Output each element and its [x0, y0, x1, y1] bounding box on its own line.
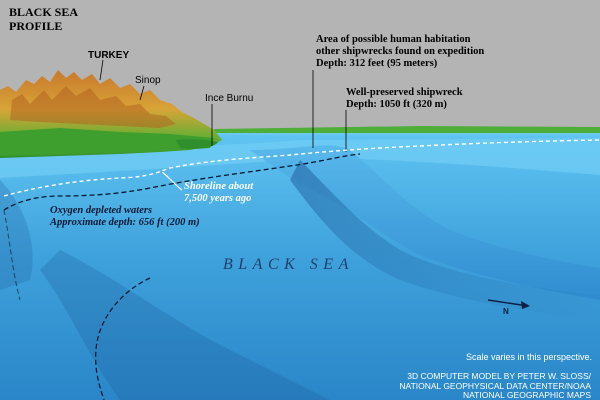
place-turkey: TURKEY — [88, 50, 130, 61]
scale-note: Scale varies in this perspective. — [465, 352, 592, 362]
model-credits: 3D COMPUTER MODEL BY PETER W. SLOSS/ NAT… — [399, 371, 591, 392]
oxygen-line-2: Approximate depth: 656 ft (200 m) — [50, 217, 200, 229]
oxygen-depletion-boundary — [3, 153, 361, 211]
lowland — [0, 128, 214, 156]
map-title: BLACK SEA PROFILE — [9, 5, 79, 34]
place-sinop: Sinop — [135, 75, 161, 86]
deep-basin-shadow — [40, 250, 330, 400]
title-line-2: PROFILE — [9, 18, 63, 33]
oxygen-boundary-left — [3, 209, 21, 301]
shipwreck-annotation: Well-preserved shipwreck Depth: 1050 ft … — [346, 87, 463, 111]
credit-line-2: NATIONAL GEOPHYSICAL DATA CENTER/NOAA — [399, 380, 591, 391]
place-ince-burnu: Ince Burnu — [205, 93, 254, 104]
north-arrow-icon — [487, 299, 529, 307]
ancient-shoreline — [3, 139, 600, 197]
shoreline-line-1: Shoreline about — [184, 181, 254, 192]
sinop-leader — [139, 85, 145, 101]
underwater-ridge — [250, 145, 600, 300]
habitation-annotation: Area of possible human habitation other … — [316, 34, 484, 70]
north-arrowhead-icon — [521, 301, 530, 309]
oxygen-annotation: Oxygen depleted waters Approximate depth… — [50, 205, 200, 229]
habitation-line-2: other shipwrecks found on expedition — [316, 46, 485, 58]
shipwreck-line-1: Well-preserved shipwreck — [346, 87, 463, 98]
oxygen-boundary-lower — [94, 277, 151, 400]
credit-line-1: 3D COMPUTER MODEL BY PETER W. SLOSS/ — [407, 371, 591, 381]
habitation-line-3: Depth: 312 feet (95 meters) — [316, 58, 438, 70]
publisher-credit: NATIONAL GEOGRAPHIC MAPS — [463, 390, 591, 400]
title-line-1: BLACK SEA — [9, 5, 79, 19]
shoreline-line-2: 7,500 years ago — [184, 193, 252, 205]
turkey-leader — [99, 59, 104, 81]
habitation-line-1: Area of possible human habitation — [316, 34, 471, 45]
ridge-shadow — [290, 160, 600, 320]
sea-label: BLACK SEA — [223, 256, 354, 273]
oxygen-line-1: Oxygen depleted waters — [50, 205, 153, 216]
shipwreck-line-2: Depth: 1050 ft (320 m) — [346, 99, 447, 111]
north-label: N — [503, 307, 509, 316]
land-highlights — [10, 86, 176, 128]
sinop-peninsula — [176, 139, 218, 149]
shoreline-pointer — [161, 171, 183, 191]
shoreline-annotation: Shoreline about 7,500 years ago — [184, 181, 253, 205]
